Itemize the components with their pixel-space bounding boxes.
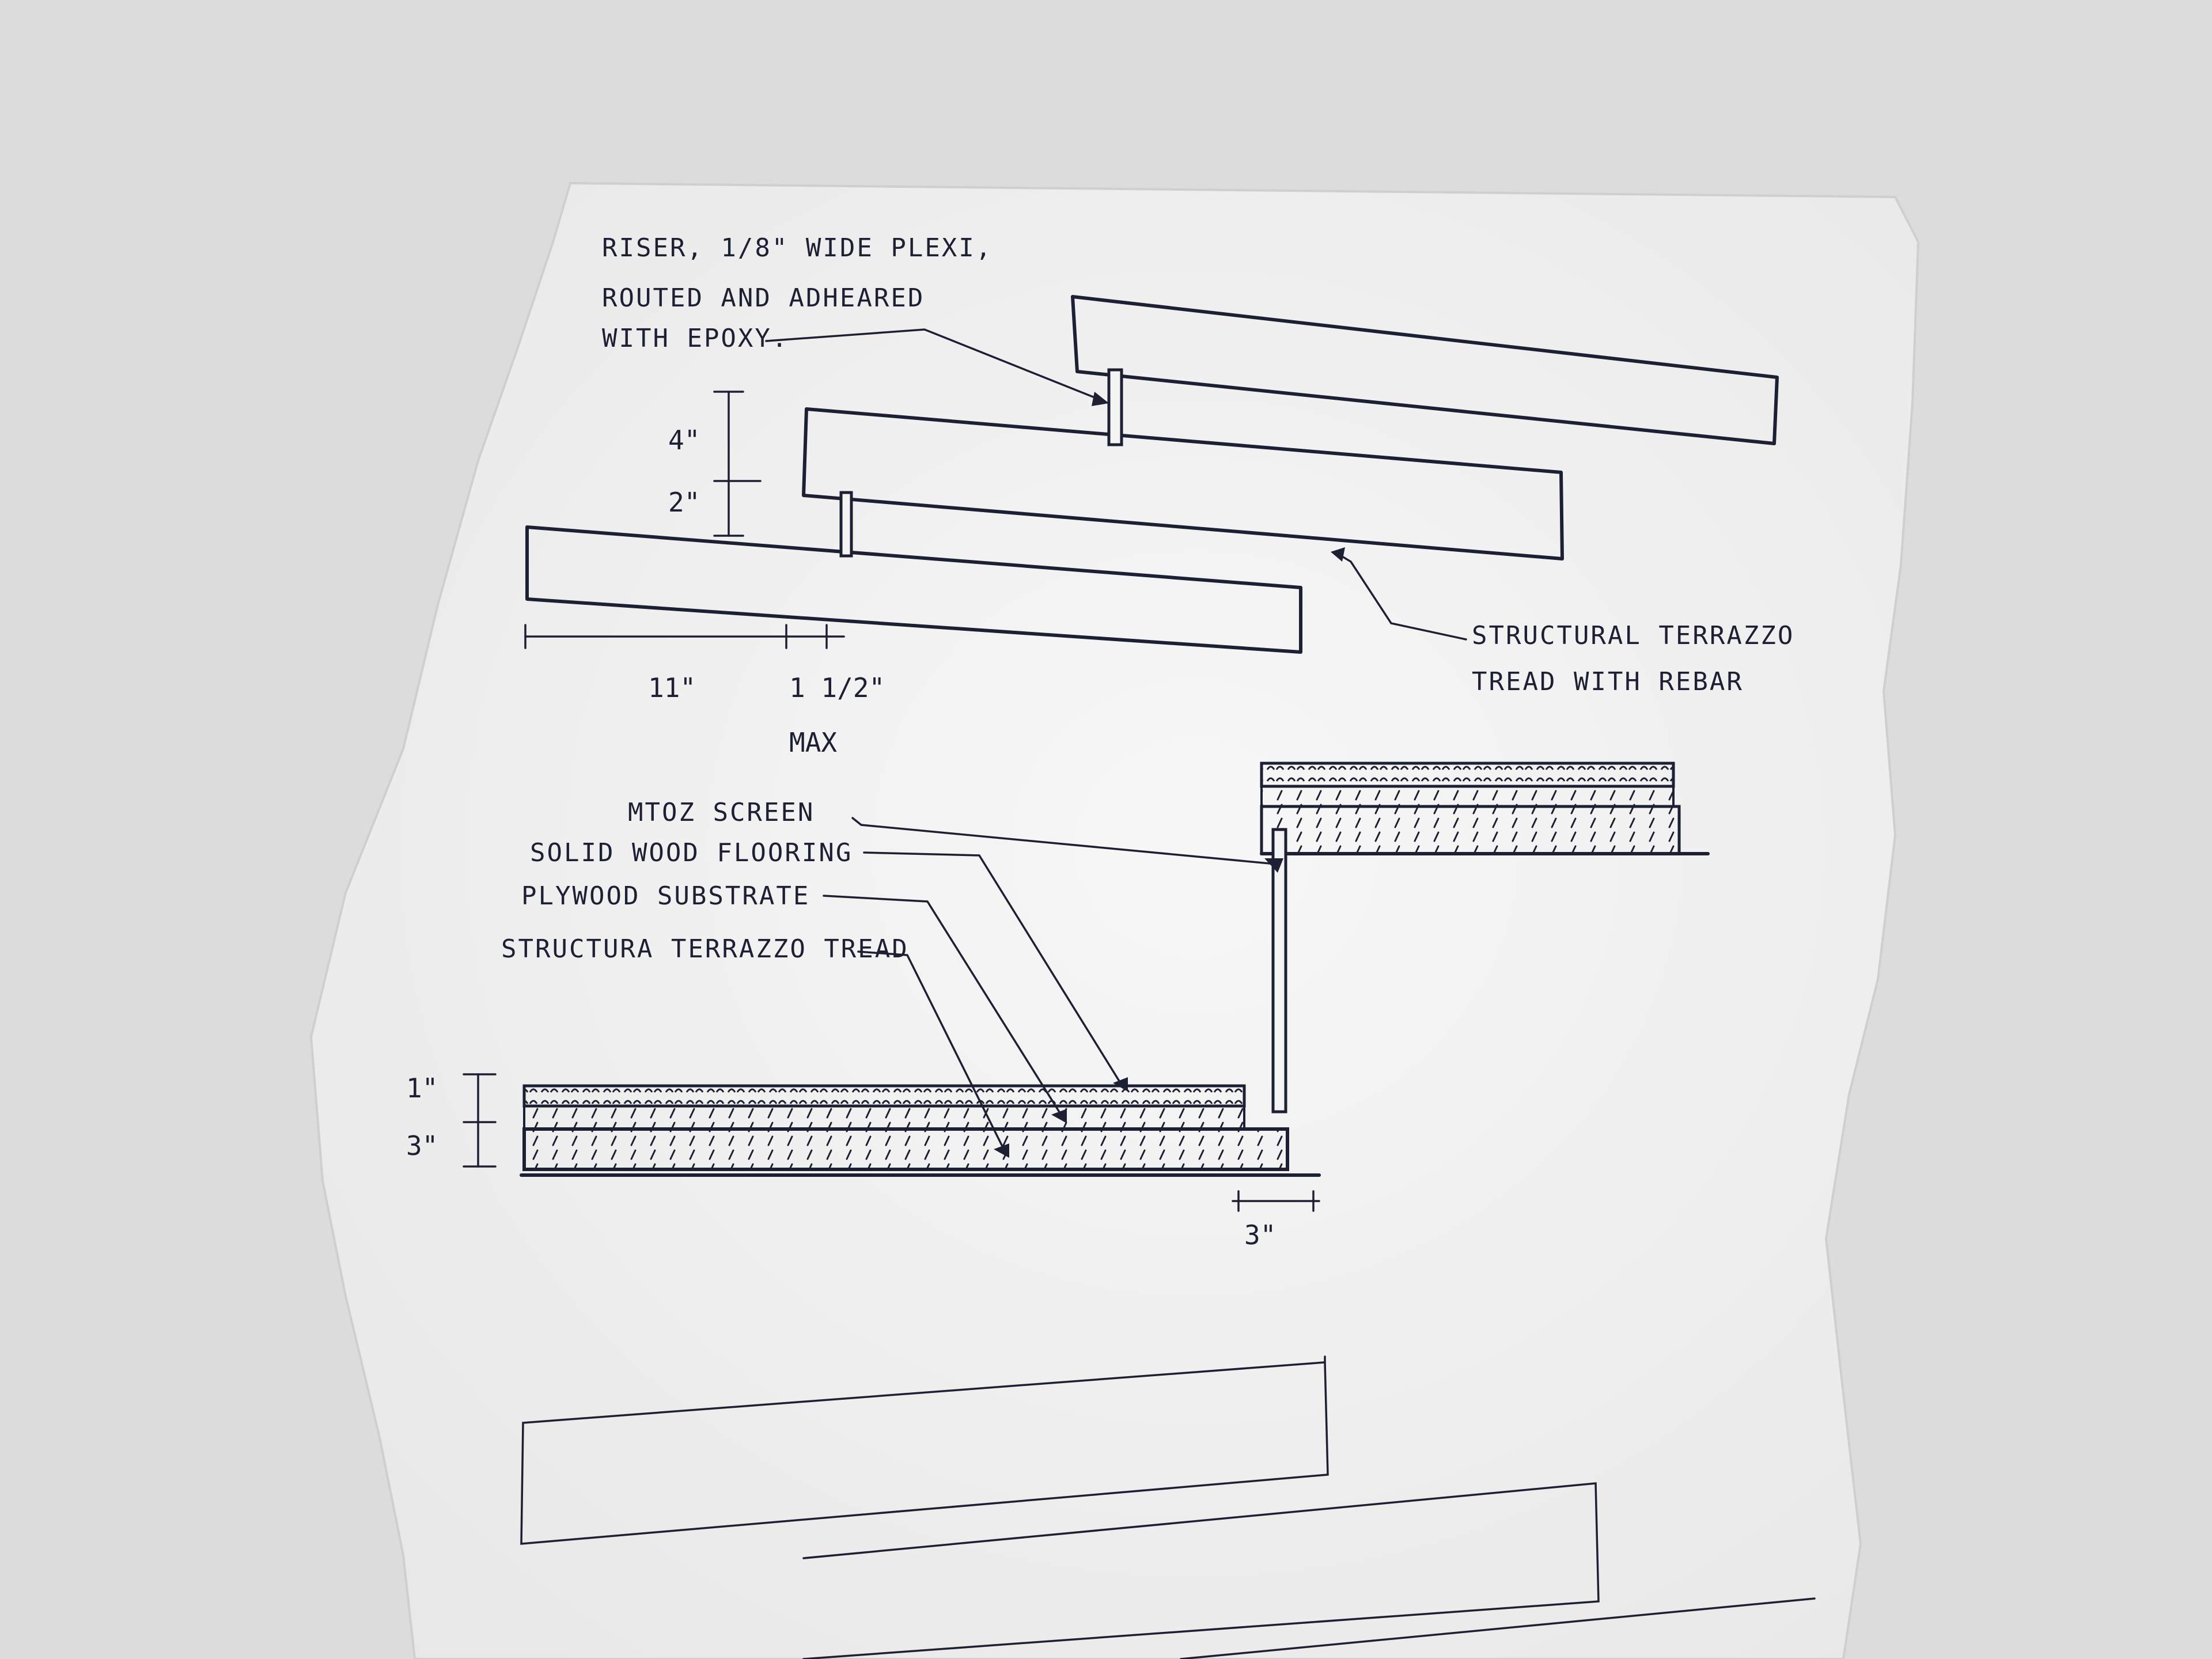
dim-bottom: 3" bbox=[406, 1130, 438, 1161]
label-ply: PLYWOOD SUBSTRATE bbox=[521, 881, 810, 911]
tread-bottom bbox=[525, 525, 1302, 654]
outline-tread-3 bbox=[1180, 1597, 1816, 1659]
label-screen: MTOZ SCREEN bbox=[628, 798, 815, 827]
leader-ply bbox=[823, 895, 1064, 1119]
arrow-screen bbox=[1264, 858, 1283, 873]
upper-tread-terrazzo bbox=[1260, 805, 1681, 855]
lower-tread-wood bbox=[522, 1084, 1246, 1108]
dim-side: 3" bbox=[1244, 1219, 1276, 1251]
label-terrazzo: STRUCTURA TERRAZZO TREAD bbox=[501, 934, 909, 964]
outline-tread-1 bbox=[520, 1361, 1329, 1545]
lower-tread-terrazzo bbox=[522, 1127, 1289, 1171]
riser-arrowhead bbox=[1092, 392, 1109, 406]
dim-rise-upper: 4" bbox=[668, 425, 700, 456]
leader-terrazzo bbox=[857, 950, 1006, 1153]
unfinished-outlines bbox=[520, 1355, 1816, 1659]
label-wood: SOLID WOOD FLOORING bbox=[530, 838, 853, 868]
leader-screen bbox=[851, 817, 1277, 865]
riser-note-line1: RISER, 1/8" WIDE PLEXI, bbox=[602, 233, 993, 263]
top-detail: RISER, 1/8" WIDE PLEXI, ROUTED AND ADHEA… bbox=[524, 233, 1794, 758]
dim-top: 1" bbox=[406, 1073, 438, 1104]
arrow-wood bbox=[1113, 1077, 1128, 1092]
outline-tread-2 bbox=[802, 1482, 1600, 1659]
riser-lower bbox=[839, 491, 853, 558]
tread-leader bbox=[1335, 552, 1467, 641]
tread-note-line2: TREAD WITH REBAR bbox=[1472, 667, 1744, 696]
lower-tread-ply bbox=[523, 1105, 1245, 1130]
bottom-detail: MTOZ SCREEN SOLID WOOD FLOORING PLYWOOD … bbox=[406, 762, 1710, 1251]
tread-arrowhead bbox=[1331, 547, 1345, 562]
riser-leader bbox=[765, 328, 1107, 403]
tread-middle bbox=[802, 407, 1564, 560]
riser-upper bbox=[1107, 368, 1123, 446]
arrow-ply bbox=[1051, 1109, 1067, 1123]
dim-rise-lower: 2" bbox=[668, 487, 700, 518]
tread-note-line1: STRUCTURAL TERRAZZO bbox=[1472, 621, 1794, 650]
riser-note-line2: ROUTED AND ADHEARED bbox=[602, 283, 925, 313]
riser-screen bbox=[1271, 828, 1287, 1113]
upper-tread-ply bbox=[1260, 785, 1675, 808]
leader-wood bbox=[863, 851, 1124, 1089]
arrow-terrazzo bbox=[994, 1143, 1009, 1158]
riser-note-line3: WITH EPOXY. bbox=[602, 324, 789, 353]
tread-top bbox=[1071, 295, 1779, 445]
dim-overlap: 1 1/2" bbox=[789, 672, 885, 703]
dim-overlap-note: MAX bbox=[789, 727, 837, 758]
dim-run: 11" bbox=[648, 672, 696, 703]
tracing-paper bbox=[309, 181, 1920, 1659]
upper-tread-wood bbox=[1260, 762, 1675, 788]
